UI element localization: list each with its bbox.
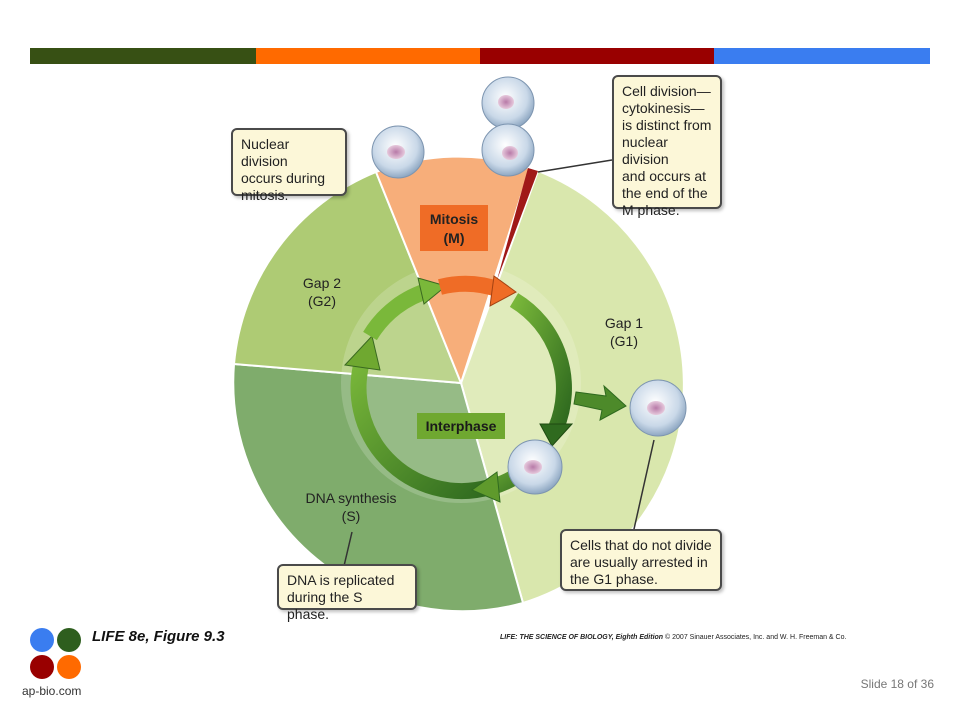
figure-caption: LIFE 8e, Figure 9.3 xyxy=(92,628,225,645)
cell-icon-s-phase xyxy=(507,439,563,495)
mitosis-label-box xyxy=(420,205,488,251)
ap-bio-logo xyxy=(30,628,82,680)
cell-icon-dividing xyxy=(481,76,535,177)
synthesis-abbrev: (S) xyxy=(342,508,361,524)
cycle-arrow-mitosis-head xyxy=(489,275,517,307)
gap1-label: Gap 1 xyxy=(605,315,643,331)
pointer-dna-replicated xyxy=(343,531,353,567)
logo-text: ap-bio.com xyxy=(22,684,82,698)
header-color-bar xyxy=(30,48,930,64)
logo-dot-blue xyxy=(30,628,54,652)
callout-dna-replicated: DNA is replicated during the S phase. xyxy=(277,564,417,622)
pointer-g1-arrest xyxy=(631,439,655,539)
gap1-abbrev: (G1) xyxy=(610,333,638,349)
logo-dot-orange xyxy=(57,655,81,679)
cycle-arrow-mitosis xyxy=(438,275,503,298)
interphase-label: Interphase xyxy=(426,418,497,434)
interphase-label-box xyxy=(417,413,505,439)
cycle-arrow-right-head xyxy=(539,423,574,447)
cycle-arrow-left xyxy=(350,352,493,499)
callout-nuclear-division: Nuclear division occurs during mitosis. xyxy=(231,128,347,203)
header-bar-red xyxy=(480,48,714,64)
cycle-arrow-bottom-head xyxy=(470,471,501,503)
callout-g1-arrest: Cells that do not divide are usually arr… xyxy=(560,529,722,591)
header-bar-orange xyxy=(256,48,480,64)
exit-arrow-g1 xyxy=(573,384,627,421)
callout-cytokinesis: Cell division— cytokinesis— is distinct … xyxy=(612,75,722,218)
logo-dot-red xyxy=(30,655,54,679)
cell-icon-g0 xyxy=(629,379,687,437)
synthesis-label: DNA synthesis xyxy=(305,490,396,506)
book-title: LIFE: THE SCIENCE OF BIOLOGY, Eighth Edi… xyxy=(500,634,664,641)
gap2-label: Gap 2 xyxy=(303,275,341,291)
gap2-abbrev: (G2) xyxy=(308,293,336,309)
sector-gap2 xyxy=(232,170,463,385)
cycle-arrow-right xyxy=(509,293,572,432)
cycle-arrow-top-left-head xyxy=(417,277,448,305)
cell-icon-mitosis xyxy=(371,125,425,179)
header-bar-blue xyxy=(714,48,930,64)
copyright-text: © 2007 Sinauer Associates, Inc. and W. H… xyxy=(665,634,847,641)
pointer-cytokinesis xyxy=(537,159,613,173)
slide-number: Slide 18 of 36 xyxy=(860,677,934,691)
logo-dot-green xyxy=(57,628,81,652)
header-bar-green xyxy=(30,48,256,64)
mitosis-label: Mitosis xyxy=(430,211,478,227)
cycle-arrow-left-head xyxy=(343,334,381,371)
mitosis-abbrev: (M) xyxy=(444,230,465,246)
cytokinesis-wedge xyxy=(497,168,538,280)
copyright-line: LIFE: THE SCIENCE OF BIOLOGY, Eighth Edi… xyxy=(500,634,846,641)
